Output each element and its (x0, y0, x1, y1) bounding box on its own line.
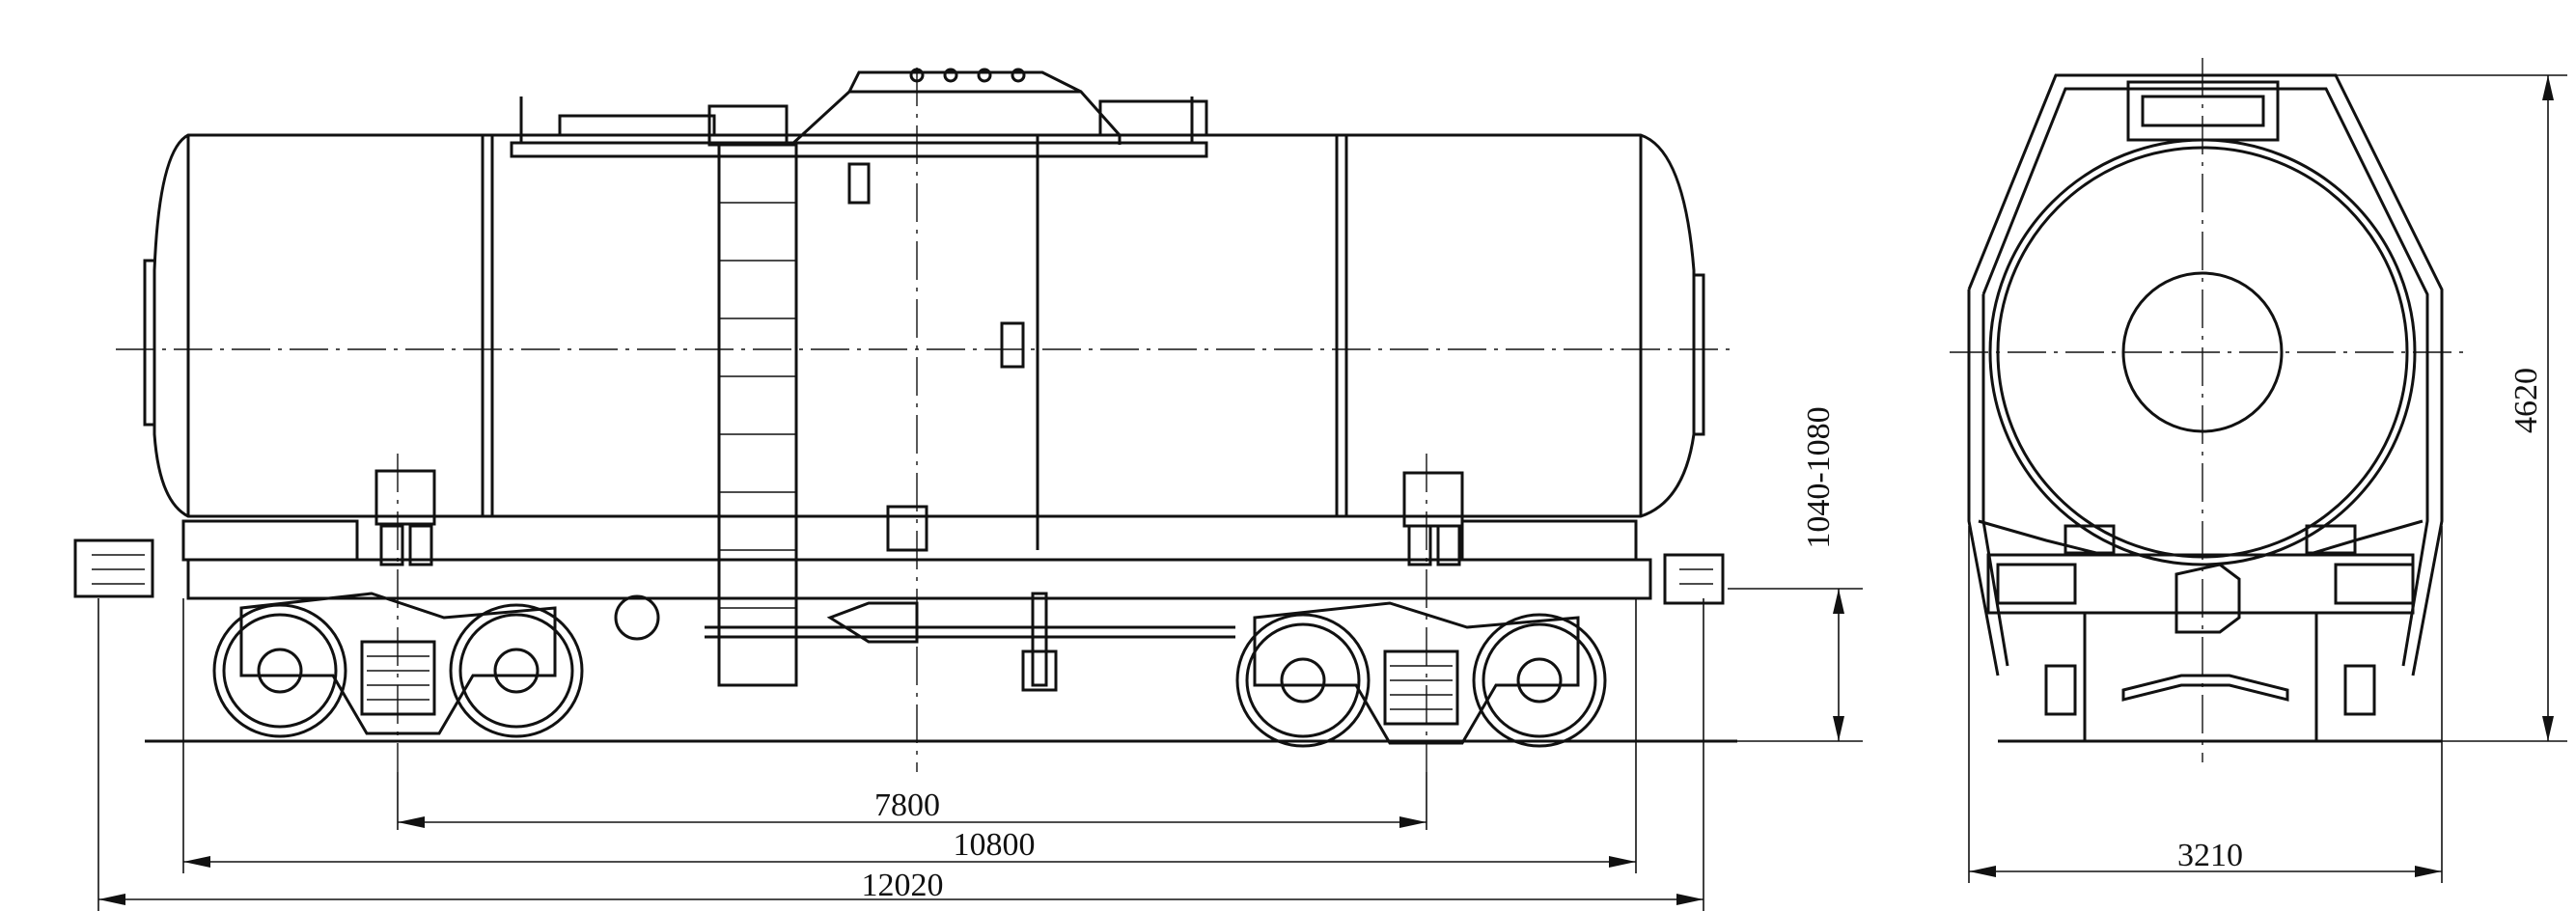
side-plate (1000, 321, 1025, 369)
tank-body (152, 133, 1696, 518)
tank-end-right (1694, 273, 1705, 436)
coupler-left (73, 538, 154, 598)
dim-label-bogie-centers: 7800 (874, 787, 940, 823)
dim-label-coupler-height: 1040-1080 (1801, 406, 1837, 548)
end-coupler (2174, 563, 2241, 634)
dim-overall-length: 12020 (97, 598, 1704, 911)
ladder (717, 143, 798, 687)
dim-label-overall-length: 12020 (862, 868, 944, 903)
dim-overall-height: 4620 (2336, 74, 2567, 742)
dim-coupler-height: 1040-1080 (1728, 406, 1863, 742)
coupler-right (1663, 553, 1725, 605)
dim-coupler-length: 10800 (182, 598, 1637, 873)
dome-assembly (510, 68, 1208, 205)
end-view: 3210 4620 (1950, 58, 2567, 883)
tank-end-left (143, 259, 154, 427)
drain-plate (886, 505, 928, 552)
side-view: 7800 10800 12020 1040-1080 (73, 68, 1863, 911)
bogie-right (1235, 471, 1607, 748)
dim-label-overall-height: 4620 (2508, 368, 2544, 433)
end-outer-profile (1967, 73, 2444, 676)
dim-bogie-centers: 7800 (397, 772, 1427, 830)
underframe (181, 519, 1652, 692)
dim-label-overall-width: 3210 (2177, 838, 2243, 873)
dim-label-coupler-length: 10800 (954, 827, 1036, 863)
dim-overall-width: 3210 (1968, 526, 2443, 883)
